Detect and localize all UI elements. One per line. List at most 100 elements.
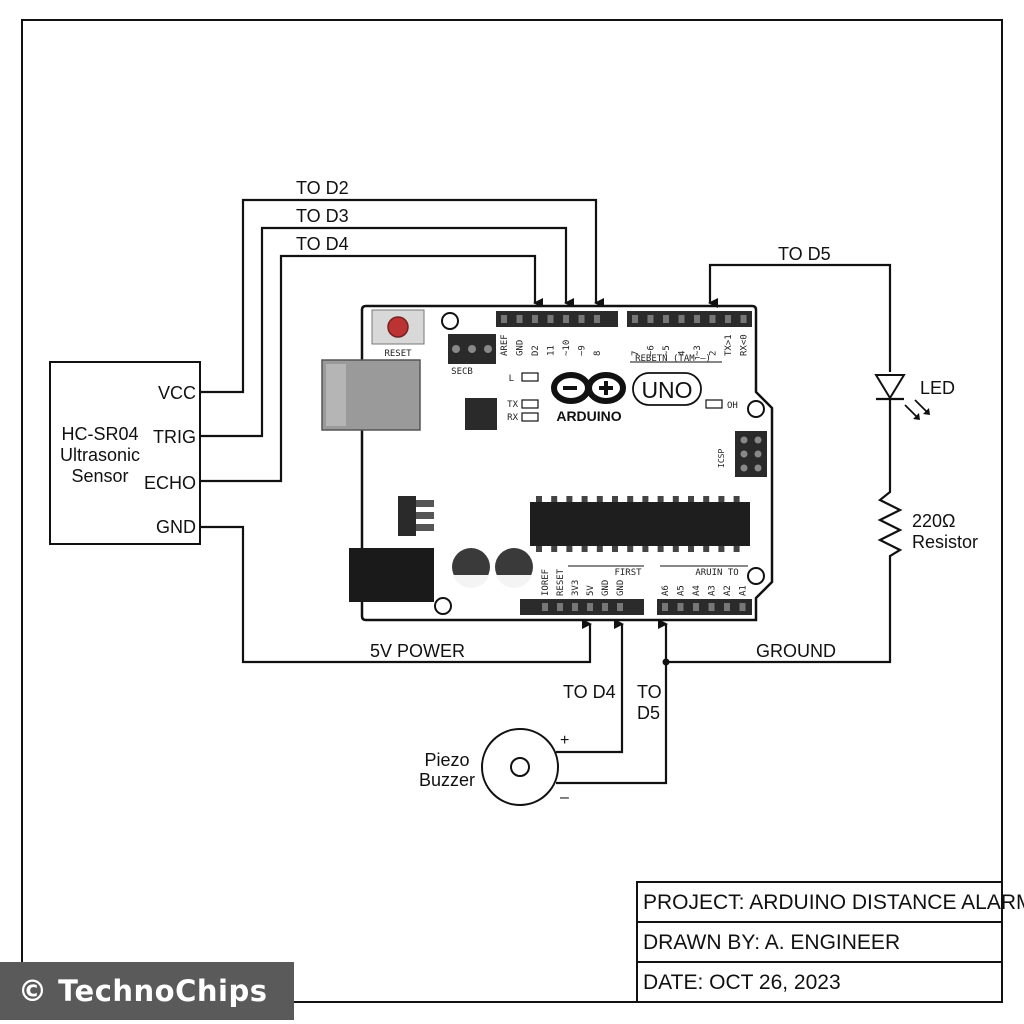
pin-label: GND	[516, 340, 526, 356]
header-pin	[694, 315, 700, 323]
hc-sr04-sensor: HC-SR04 Ultrasonic Sensor VCC TRIG ECHO …	[49, 361, 201, 545]
label-ground: GROUND	[756, 641, 836, 661]
header-pin	[557, 603, 563, 611]
buzzer-minus: –	[560, 789, 569, 806]
pin-label: TX>1	[724, 334, 734, 356]
pin-label: IOREF	[541, 569, 551, 596]
power-header	[520, 599, 644, 615]
resistor-value: 220Ω	[912, 511, 956, 531]
chip-leg	[566, 546, 573, 552]
pin-gnd: GND	[156, 517, 196, 537]
chip-leg	[642, 496, 649, 502]
pin-label: A6	[661, 585, 671, 596]
header-pin	[662, 603, 668, 611]
watermark: © TechnoChips	[0, 962, 294, 1020]
header-pin	[532, 315, 538, 323]
analog-caption: ARUIN TO	[695, 568, 738, 578]
label-buzzer-to: TO	[637, 682, 662, 702]
pin-label: A5	[677, 585, 687, 596]
header-pin	[572, 603, 578, 611]
pin-label: A4	[692, 585, 702, 596]
pin-label: ~5	[662, 345, 672, 356]
pin-label: RESET	[556, 568, 566, 596]
wire-vcc-d2	[200, 198, 604, 394]
uno-label: UNO	[641, 377, 692, 403]
reset-label: RESET	[384, 349, 412, 359]
pin-vcc: VCC	[158, 383, 196, 403]
chip-leg	[718, 496, 725, 502]
top-header-caption: REBETN (TAM⌐–)	[635, 354, 711, 364]
chip-leg	[703, 546, 710, 552]
arduino-uno-board: RESET SECB L TX RX OH ARDUINO UNO	[321, 304, 774, 622]
pin-label: A1	[739, 585, 749, 596]
header-pin	[709, 315, 716, 323]
pin-label: 5V	[586, 585, 596, 596]
chip-leg	[672, 496, 679, 502]
pin-echo: ECHO	[144, 473, 196, 493]
led-icon	[874, 374, 930, 420]
pin-label: A2	[723, 585, 733, 596]
digital-header-right	[627, 311, 752, 327]
pin-label: 3V3	[571, 580, 581, 596]
chip-leg	[657, 546, 664, 552]
icsp-header	[735, 431, 767, 477]
sensor-name-2: Ultrasonic	[60, 445, 140, 465]
led-l-label: L	[509, 374, 514, 384]
label-buzzer-d5: D5	[637, 703, 660, 723]
label-to-d4: TO D4	[296, 234, 349, 254]
wire-trig-d3	[200, 226, 574, 438]
label-buzzer-d4: TO D4	[563, 682, 616, 702]
wire-led-d5	[708, 263, 892, 372]
sheet-border	[21, 19, 1003, 1003]
pin-label: 8	[593, 351, 603, 356]
buzzer-label-1: Piezo	[424, 750, 469, 770]
chip-leg	[642, 546, 649, 552]
chip-leg	[718, 546, 725, 552]
pin-label: D2	[531, 345, 541, 356]
header-pin	[678, 315, 685, 323]
chip-leg	[536, 496, 542, 502]
header-pin	[547, 315, 554, 323]
header-pin	[516, 315, 523, 323]
label-5v-power: 5V POWER	[370, 641, 465, 661]
sensor-name-1: HC-SR04	[61, 424, 138, 444]
led-tx-label: TX	[507, 400, 518, 410]
secb-label: SECB	[451, 367, 473, 377]
chip-leg	[551, 496, 558, 502]
pin-label: GND	[616, 580, 626, 596]
header-pin	[602, 603, 608, 611]
pin-label: 7	[631, 351, 641, 356]
pin-label: RX<0	[740, 334, 750, 356]
pin-label: A3	[708, 585, 718, 596]
chip-leg	[581, 496, 588, 502]
buzzer-plus: +	[560, 732, 569, 749]
chip-leg	[612, 496, 618, 502]
buzzer-label-2: Buzzer	[419, 770, 475, 790]
title-block: PROJECT: ARDUINO DISTANCE ALARM DRAWN BY…	[636, 881, 1024, 1003]
chip-leg	[596, 496, 603, 502]
wire-buzzer-minus	[556, 662, 668, 785]
icsp-label: ICSP	[717, 449, 726, 468]
header-pin	[587, 603, 593, 611]
pin-label: GND	[601, 580, 611, 596]
label-to-d3: TO D3	[296, 206, 349, 226]
led-branch: TO D5 LED 220Ω Resistor GROUND	[658, 244, 978, 664]
arduino-logo-text: ARDUINO	[556, 408, 621, 424]
title-project: PROJECT: ARDUINO DISTANCE ALARM	[643, 891, 1024, 914]
chip-leg	[581, 546, 588, 552]
piezo-buzzer: + – TO D4 TO D5 Piezo Buzzer	[419, 619, 670, 806]
title-date: DATE: OCT 26, 2023	[643, 971, 841, 994]
header-pin	[563, 315, 569, 323]
label-to-d2: TO D2	[296, 178, 349, 198]
pin-label: ~10	[562, 340, 572, 356]
header-pin	[677, 603, 684, 611]
header-pin	[663, 315, 669, 323]
atmega-chip	[530, 502, 750, 546]
led-label: LED	[920, 378, 955, 398]
header-pin	[725, 315, 731, 323]
header-pin	[501, 315, 507, 323]
chip-leg	[566, 496, 573, 502]
pin-label: AREF	[500, 334, 510, 356]
